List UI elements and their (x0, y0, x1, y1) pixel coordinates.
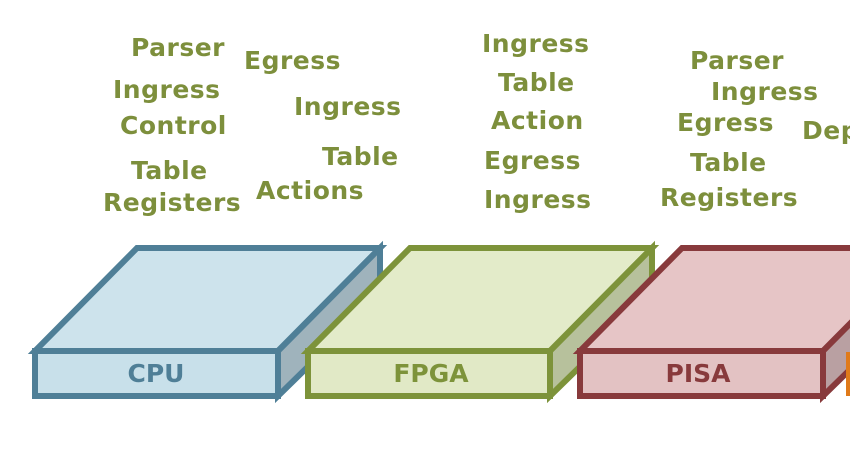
cpu-word-table: Table (131, 156, 208, 185)
cpu-label: CPU (128, 359, 185, 388)
fpga-word-action: Action (491, 106, 584, 135)
pisa-word-egress: Egress (677, 108, 775, 137)
fpga-label: FPGA (393, 359, 469, 388)
fpga-word-ingress-2: Ingress (484, 185, 592, 214)
fpga-word-ingress: Ingress (482, 29, 590, 58)
pisa-word-ingress: Ingress (711, 77, 819, 106)
pisa-label: PISA (666, 359, 732, 388)
cpu-word-ingress: Ingress (113, 75, 221, 104)
next-box-partial-edge (846, 352, 850, 396)
cpu-word-registers: Registers (103, 188, 242, 217)
cpu-word-ingress-2: Ingress (294, 92, 402, 121)
cpu-word-actions: Actions (256, 176, 365, 205)
pisa-word-registers: Registers (660, 183, 799, 212)
pisa-word-table: Table (690, 148, 767, 177)
fpga-word-table: Table (498, 68, 575, 97)
cpu-word-parser: Parser (131, 33, 226, 62)
fpga-box: FPGA (300, 240, 660, 404)
fpga-word-egress: Egress (484, 146, 582, 175)
pisa-box: PISA (572, 245, 850, 404)
pisa-box-front (577, 348, 826, 399)
pisa-word-dep-partial: Dep (802, 116, 850, 145)
cpu-word-control: Control (120, 111, 227, 140)
cpu-box-front (32, 348, 281, 399)
cpu-word-table-right: Table (322, 142, 399, 171)
cpu-word-egress: Egress (244, 46, 342, 75)
fpga-box-front (305, 348, 553, 399)
pisa-word-parser: Parser (690, 46, 785, 75)
